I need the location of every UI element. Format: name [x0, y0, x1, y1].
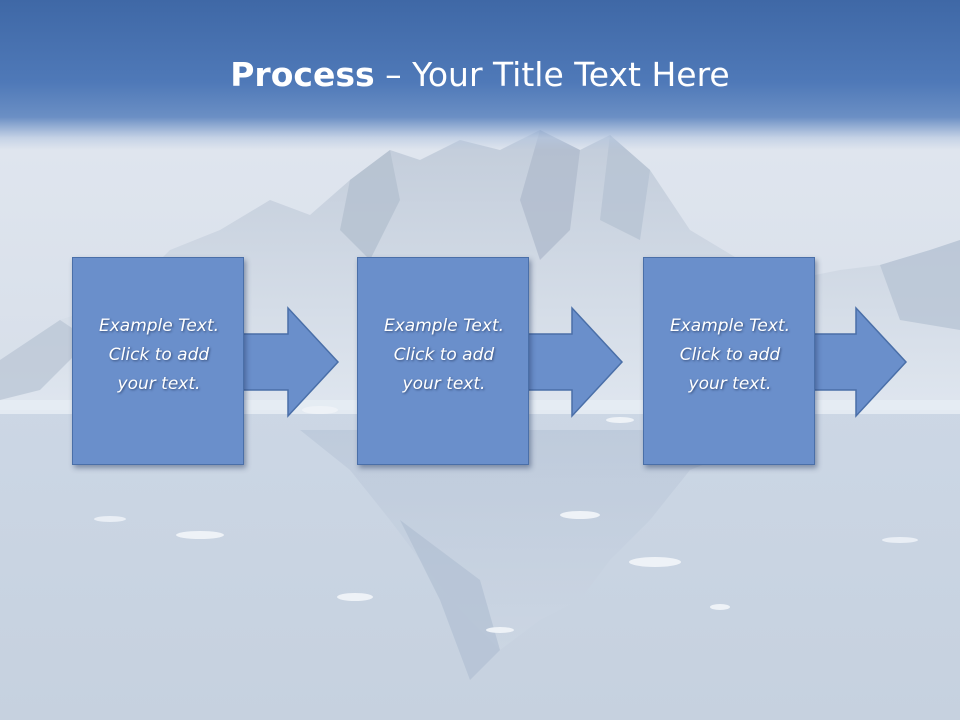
step-text-1: Example Text. Click to add your text. — [98, 316, 220, 394]
title-bar — [0, 0, 960, 150]
arrow-right-icon — [237, 306, 340, 418]
step-text-2: Example Text. Click to add your text. — [383, 316, 505, 394]
arrow-right-icon — [805, 306, 908, 418]
step-box-2[interactable]: Example Text. Click to add your text. — [357, 257, 529, 465]
arrow-right-icon — [521, 306, 624, 418]
slide-title[interactable]: Process – Your Title Text Here — [0, 54, 960, 96]
step-box-3[interactable]: Example Text. Click to add your text. — [643, 257, 815, 465]
title-rest: – Your Title Text Here — [374, 55, 730, 94]
step-text-3: Example Text. Click to add your text. — [669, 316, 791, 394]
step-box-1[interactable]: Example Text. Click to add your text. — [72, 257, 244, 465]
title-bold: Process — [230, 55, 375, 94]
